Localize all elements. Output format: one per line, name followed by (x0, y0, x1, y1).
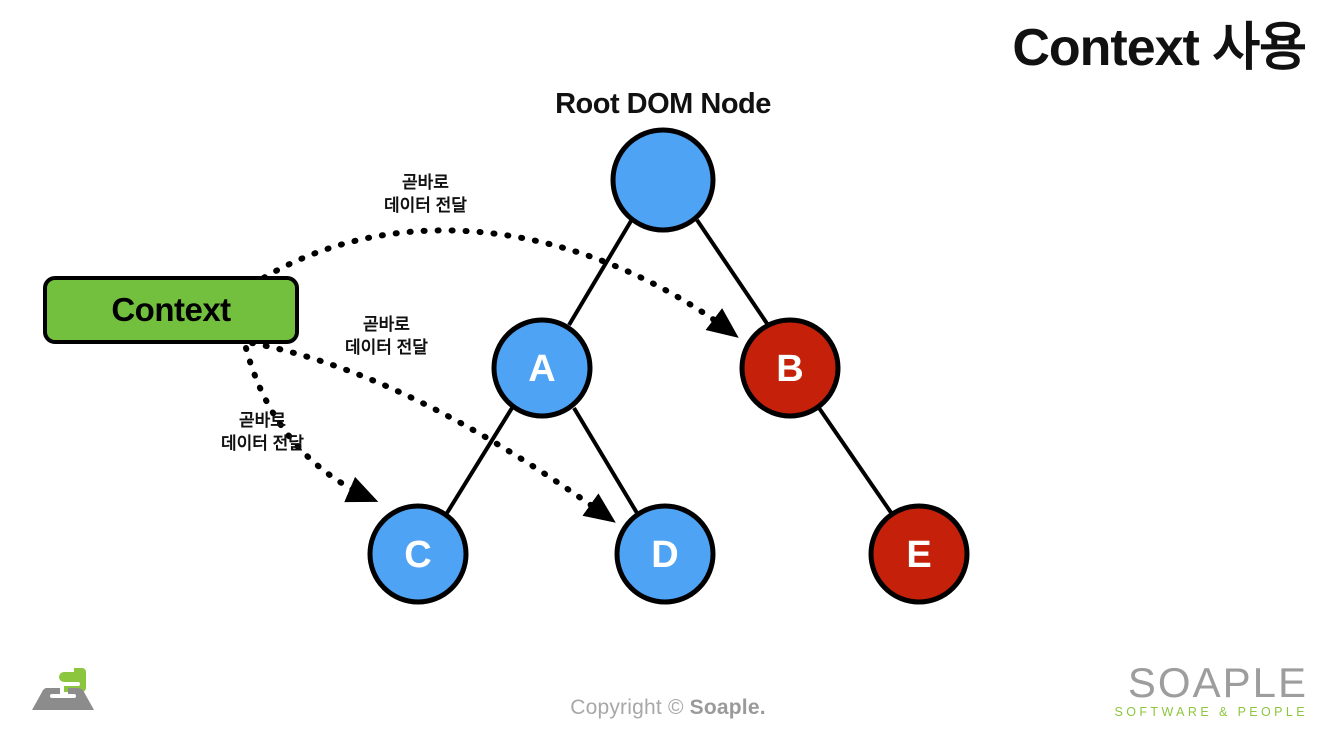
page-title: Context 사용 (1012, 19, 1307, 77)
footer-brand: SOAPLE SOFTWARE & PEOPLE (1114, 658, 1308, 719)
context-tree-diagram: Root DOM Node Context A B C D E 곧바로 데이터 … (43, 88, 970, 605)
tree-edges (445, 218, 894, 516)
tree-edge-a-d (572, 406, 639, 515)
node-root[interactable] (610, 127, 716, 233)
brand-name: SOAPLE (1127, 658, 1308, 706)
tree-edge-root-b (695, 218, 770, 327)
annotation-line-2: 데이터 전달 (384, 195, 467, 215)
annotation-line-1: 곧바로 (239, 411, 286, 430)
node-c[interactable] (367, 503, 469, 605)
context-arrow-annotation-d: 곧바로 데이터 전달 (345, 314, 428, 360)
root-node-caption: Root DOM Node (555, 88, 771, 120)
annotation-line-2: 데이터 전달 (221, 433, 304, 453)
context-arrow-to-d (249, 340, 616, 523)
tree-nodes (367, 127, 970, 605)
context-arrow-to-c (243, 345, 379, 503)
node-e[interactable] (868, 503, 970, 605)
context-arrows (243, 227, 739, 523)
node-a[interactable] (491, 317, 593, 419)
node-d[interactable] (614, 503, 716, 605)
soaple-logo-icon (32, 668, 94, 710)
tree-edge-b-e (817, 406, 894, 516)
copyright-text: Copyright © (570, 696, 690, 719)
context-arrow-annotation-b: 곧바로 데이터 전달 (384, 172, 467, 218)
annotation-line-1: 곧바로 (402, 173, 449, 192)
tree-edge-a-c (445, 406, 514, 515)
context-arrow-annotation-c: 곧바로 데이터 전달 (221, 410, 304, 456)
diagram-canvas (43, 127, 970, 605)
brand-tagline: SOFTWARE & PEOPLE (1114, 704, 1308, 719)
annotation-line-2: 데이터 전달 (345, 337, 428, 357)
node-b[interactable] (739, 317, 841, 419)
tree-edge-root-a (567, 219, 633, 327)
copyright-brand: Soaple. (689, 696, 766, 719)
context-box[interactable] (43, 276, 299, 344)
footer-copyright: Copyright © Soaple. (0, 696, 1336, 720)
annotation-line-1: 곧바로 (363, 315, 410, 334)
context-arrow-to-b (249, 227, 739, 338)
